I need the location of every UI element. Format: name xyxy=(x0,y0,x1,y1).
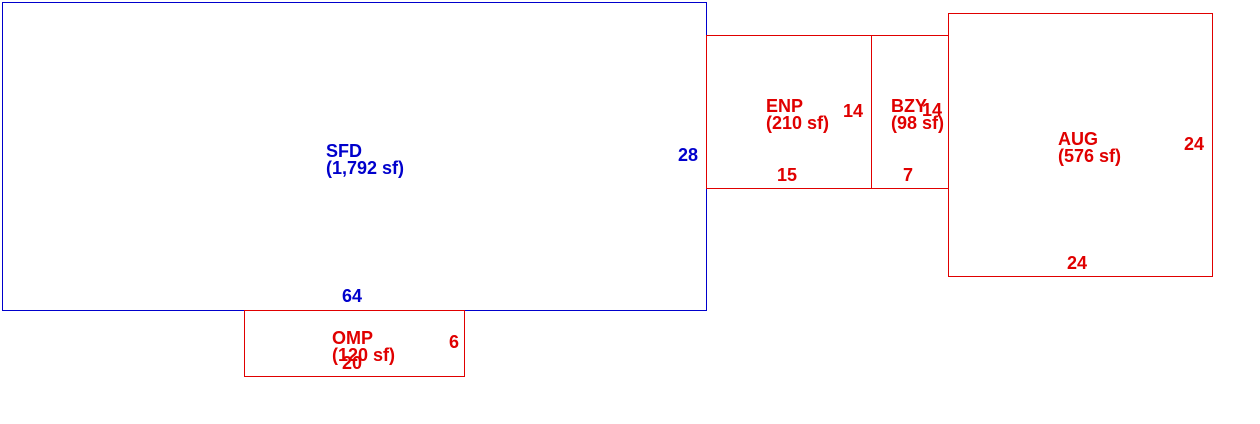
area-aug-code: AUG xyxy=(1058,129,1098,149)
area-enp-size: (210 sf) xyxy=(766,113,830,133)
area-sfd-code: SFD xyxy=(326,141,362,161)
area-sfd-label: SFD (1,792 sf) xyxy=(326,141,405,178)
area-bzy-label: BZY (98 sf) xyxy=(891,96,945,133)
area-omp-depth-dimension: 6 xyxy=(449,332,460,352)
area-bzy-size: (98 sf) xyxy=(891,113,945,133)
area-aug-size: (576 sf) xyxy=(1058,146,1122,166)
area-sfd-width-dimension: 64 xyxy=(342,286,363,306)
area-bzy-width-dimension: 7 xyxy=(903,165,914,185)
area-aug-depth-dimension: 24 xyxy=(1184,134,1205,154)
area-sfd-depth-dimension: 28 xyxy=(678,145,699,165)
area-aug-label: AUG (576 sf) xyxy=(1058,129,1122,166)
area-omp-label: OMP (120 sf) xyxy=(332,328,396,365)
area-aug[interactable] xyxy=(948,13,1213,277)
area-bzy-depth-dimension: 14 xyxy=(922,100,943,120)
area-enp-code: ENP xyxy=(766,96,804,116)
area-omp-code: OMP xyxy=(332,328,374,348)
area-enp-depth-dimension: 14 xyxy=(843,101,864,121)
area-sfd-size: (1,792 sf) xyxy=(326,158,405,178)
area-enp-width-dimension: 15 xyxy=(777,165,798,185)
area-omp-size: (120 sf) xyxy=(332,345,396,365)
area-omp[interactable] xyxy=(244,310,465,377)
area-omp-width-dimension: 20 xyxy=(342,353,363,373)
area-enp-label: ENP (210 sf) xyxy=(766,96,830,133)
area-bzy-code: BZY xyxy=(891,96,927,116)
area-aug-width-dimension: 24 xyxy=(1067,253,1088,273)
